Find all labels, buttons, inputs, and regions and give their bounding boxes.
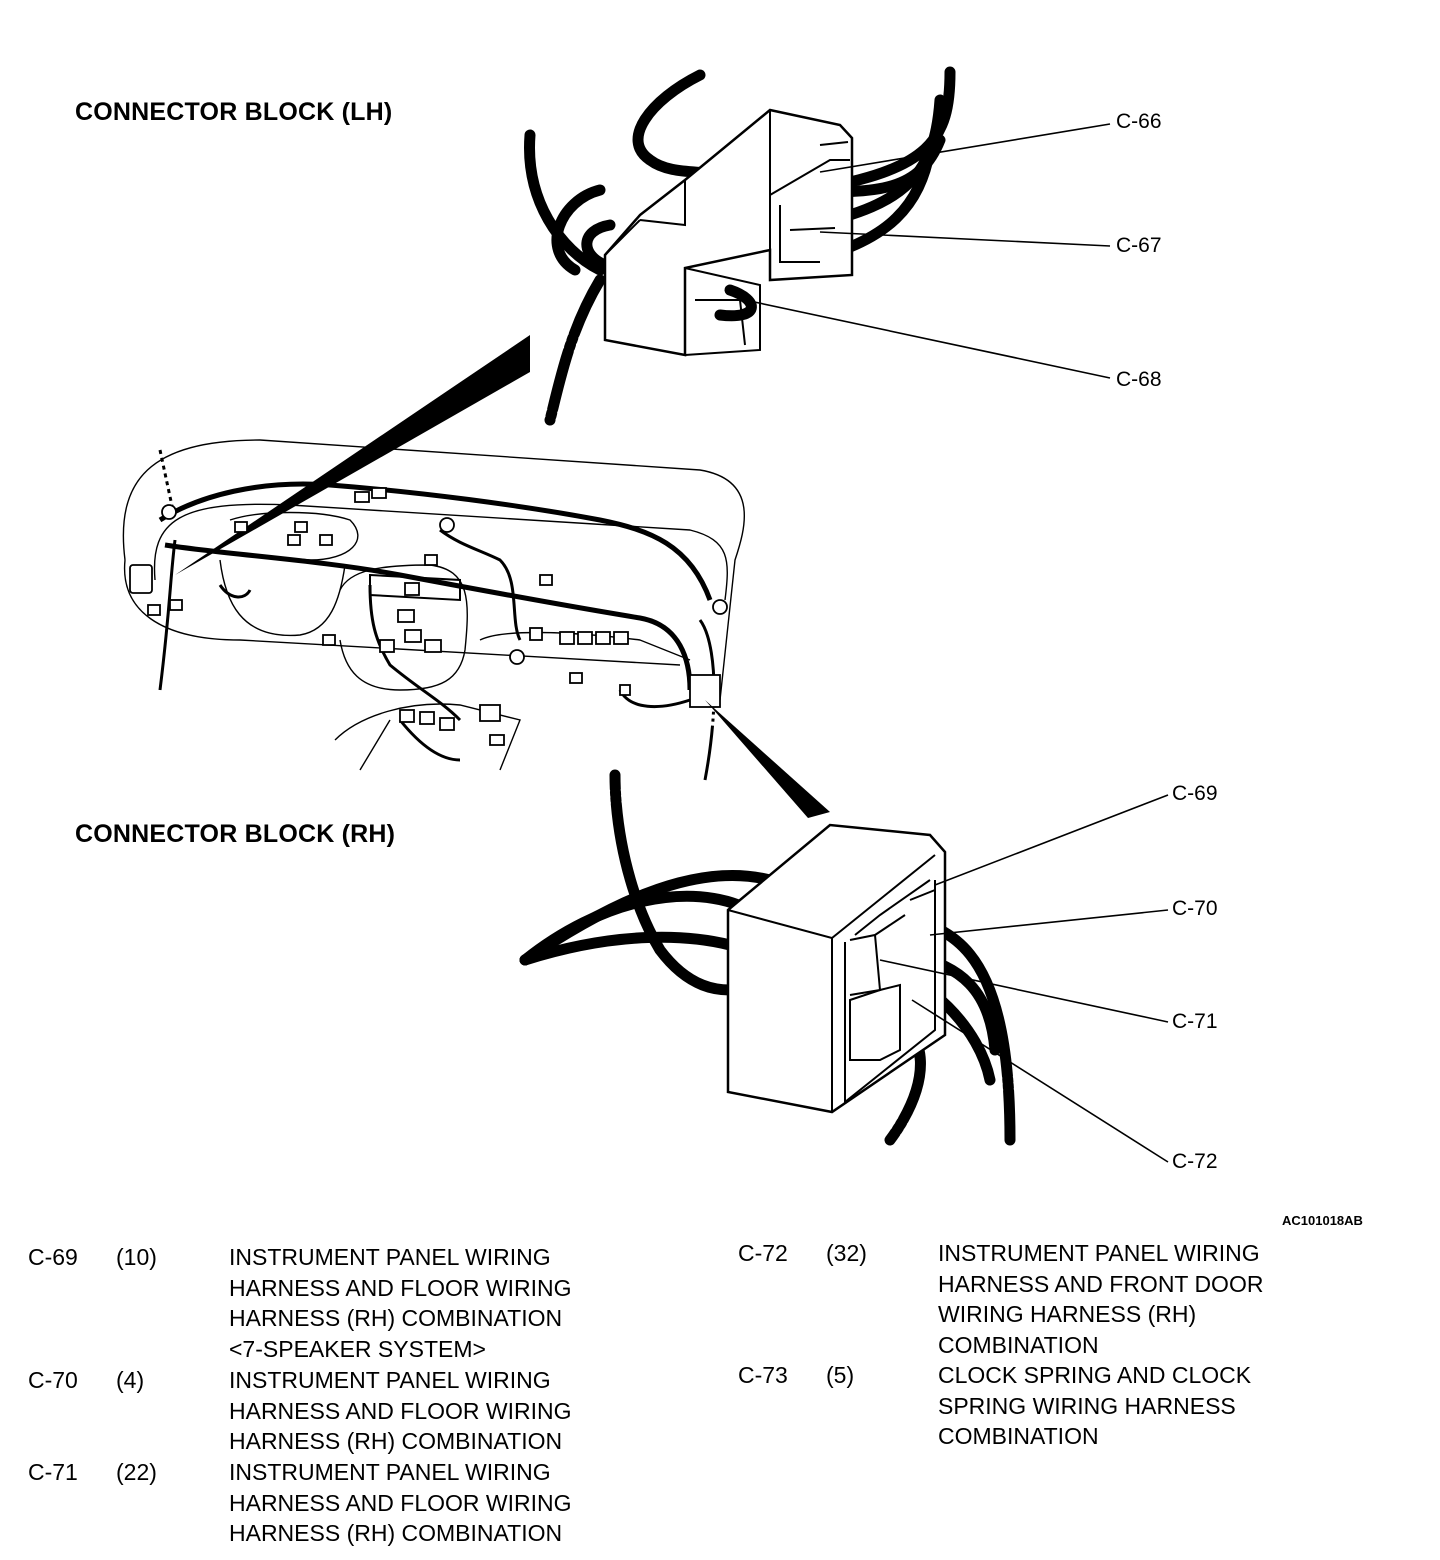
heading-connector-block-rh: CONNECTOR BLOCK (RH) [75,820,396,848]
callout-c68: C-68 [1116,368,1162,391]
legend-line: CLOCK SPRING AND CLOCK [938,1362,1252,1388]
heading-connector-block-lh: CONNECTOR BLOCK (LH) [75,98,393,126]
legend-line: HARNESS (RH) COMBINATION [229,1428,563,1454]
callout-c70: C-70 [1172,897,1218,920]
lh-connector-block [524,66,956,426]
legend-line: HARNESS AND FLOOR WIRING [229,1274,572,1301]
legend-line: HARNESS AND FLOOR WIRING [229,1397,572,1424]
legend-description: INSTRUMENT PANEL WIRING HARNESS AND FRON… [938,1238,1263,1360]
lh-harness-wires [524,66,956,426]
lh-pointer-wedge [175,335,530,575]
legend-entry-c72: C-72 (32) INSTRUMENT PANEL WIRING HARNES… [738,1238,1428,1362]
legend-line: INSTRUMENT PANEL WIRING [229,1244,551,1270]
rh-pointer-wedge [705,700,830,818]
legend-description: CLOCK SPRING AND CLOCK SPRING WIRING HAR… [938,1360,1251,1452]
legend-line: <7-SPEAKER SYSTEM> [229,1335,486,1362]
legend-entry-c71: C-71 (22) INSTRUMENT PANEL WIRING HARNES… [28,1457,708,1551]
rh-connector-block [519,769,1016,1146]
legend-line: INSTRUMENT PANEL WIRING [229,1459,551,1485]
legend-pins: (10) [116,1244,157,1270]
rh-block-body [726,823,947,1114]
legend-pins: (32) [826,1240,867,1266]
legend-code: C-71 [28,1459,78,1485]
legend-line: HARNESS AND FLOOR WIRING [229,1489,572,1516]
legend-code: C-72 [738,1240,788,1266]
legend-line: HARNESS AND FRONT DOOR [938,1270,1264,1297]
legend-line: COMBINATION [938,1331,1099,1358]
legend-code: C-73 [738,1362,788,1388]
legend-pins: (22) [116,1459,157,1485]
callout-c67: C-67 [1116,234,1162,257]
legend-entry-c69: C-69 (10) INSTRUMENT PANEL WIRING HARNES… [28,1242,708,1366]
lh-leader-lines [744,123,1111,379]
rh-leader-lines [879,794,1169,1163]
legend-code: C-70 [28,1367,78,1393]
legend-line: COMBINATION [938,1423,1099,1449]
callout-c69: C-69 [1172,782,1218,805]
legend-code: C-69 [28,1244,78,1270]
legend-line: INSTRUMENT PANEL WIRING [229,1367,551,1393]
legend-line: WIRING HARNESS (RH) [938,1301,1197,1327]
legend-line: SPRING WIRING HARNESS [938,1392,1236,1419]
figure-id: AC101018AB [1282,1213,1363,1228]
legend-line: HARNESS (RH) COMBINATION [229,1305,563,1331]
callout-c71: C-71 [1172,1010,1218,1033]
legend-description: INSTRUMENT PANEL WIRING HARNESS AND FLOO… [229,1242,571,1364]
legend-entry-c73: C-73 (5) CLOCK SPRING AND CLOCK SPRING W… [738,1360,1428,1454]
legend-entry-c70: C-70 (4) INSTRUMENT PANEL WIRING HARNESS… [28,1365,708,1459]
legend-line: INSTRUMENT PANEL WIRING [938,1240,1260,1266]
legend-line: HARNESS (RH) COMBINATION [229,1520,563,1546]
legend-description: INSTRUMENT PANEL WIRING HARNESS AND FLOO… [229,1457,571,1549]
callout-c72: C-72 [1172,1150,1218,1173]
dashboard-illustration [122,439,745,781]
legend-pins: (5) [826,1362,855,1388]
legend-description: INSTRUMENT PANEL WIRING HARNESS AND FLOO… [229,1365,571,1457]
callout-c66: C-66 [1116,110,1162,133]
legend-pins: (4) [116,1367,145,1393]
